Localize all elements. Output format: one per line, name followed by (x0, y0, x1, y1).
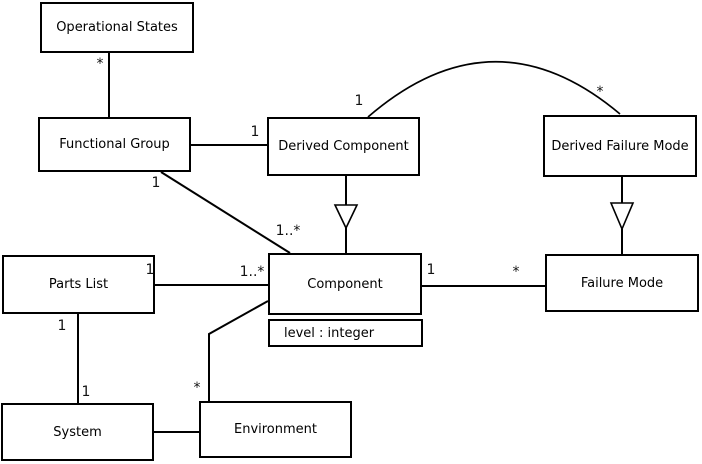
node-derived-component[interactable]: Derived Component (267, 117, 420, 176)
node-derived-failure-mode[interactable]: Derived Failure Mode (543, 115, 697, 177)
multiplicity-parts-list-system-bottom: 1 (81, 384, 91, 400)
node-derived-component-label: Derived Component (278, 139, 409, 154)
multiplicity-functional-group-one: 1 (151, 175, 161, 191)
node-failure-mode-label: Failure Mode (580, 275, 664, 291)
node-operational-states[interactable]: Operational States (40, 2, 194, 53)
node-parts-list-label: Parts List (48, 277, 109, 292)
multiplicity-parts-list-system-top: 1 (57, 318, 67, 334)
node-system-label: System (53, 424, 102, 440)
multiplicity-parts-list-component-many: 1..* (239, 264, 265, 280)
multiplicity-arc-star: * (596, 84, 604, 100)
generalization-arrow-derived-component (333, 204, 359, 230)
node-operational-states-label: Operational States (56, 20, 178, 35)
component-attribute-label: level : integer (284, 325, 375, 341)
multiplicity-environment-star: * (193, 380, 201, 396)
node-failure-mode[interactable]: Failure Mode (545, 254, 699, 312)
edge-functional-group-component (160, 171, 291, 254)
node-system[interactable]: System (1, 403, 154, 461)
node-component-attribute-compartment[interactable]: level : integer (268, 319, 423, 347)
edge-arc-derived-component-derived-failure-mode (367, 60, 621, 118)
multiplicity-component-one: 1 (426, 262, 436, 278)
multiplicity-parts-list-one: 1 (145, 262, 155, 278)
multiplicity-arc-one: 1 (354, 93, 364, 109)
node-environment[interactable]: Environment (199, 401, 352, 458)
multiplicity-failure-mode-star: * (512, 264, 520, 280)
multiplicity-operational-states-star: * (96, 56, 104, 72)
node-component[interactable]: Component (268, 253, 422, 315)
node-environment-label: Environment (233, 422, 317, 437)
generalization-arrow-derived-failure-mode (609, 202, 635, 232)
multiplicity-functional-group-component-many: 1..* (275, 223, 301, 239)
node-component-label: Component (307, 276, 383, 292)
node-functional-group[interactable]: Functional Group (38, 117, 191, 172)
multiplicity-derived-component-one: 1 (250, 124, 260, 140)
edge-environment-component (208, 300, 269, 401)
node-parts-list[interactable]: Parts List (2, 255, 155, 314)
node-functional-group-label: Functional Group (59, 137, 170, 152)
node-derived-failure-mode-label: Derived Failure Mode (551, 138, 689, 154)
